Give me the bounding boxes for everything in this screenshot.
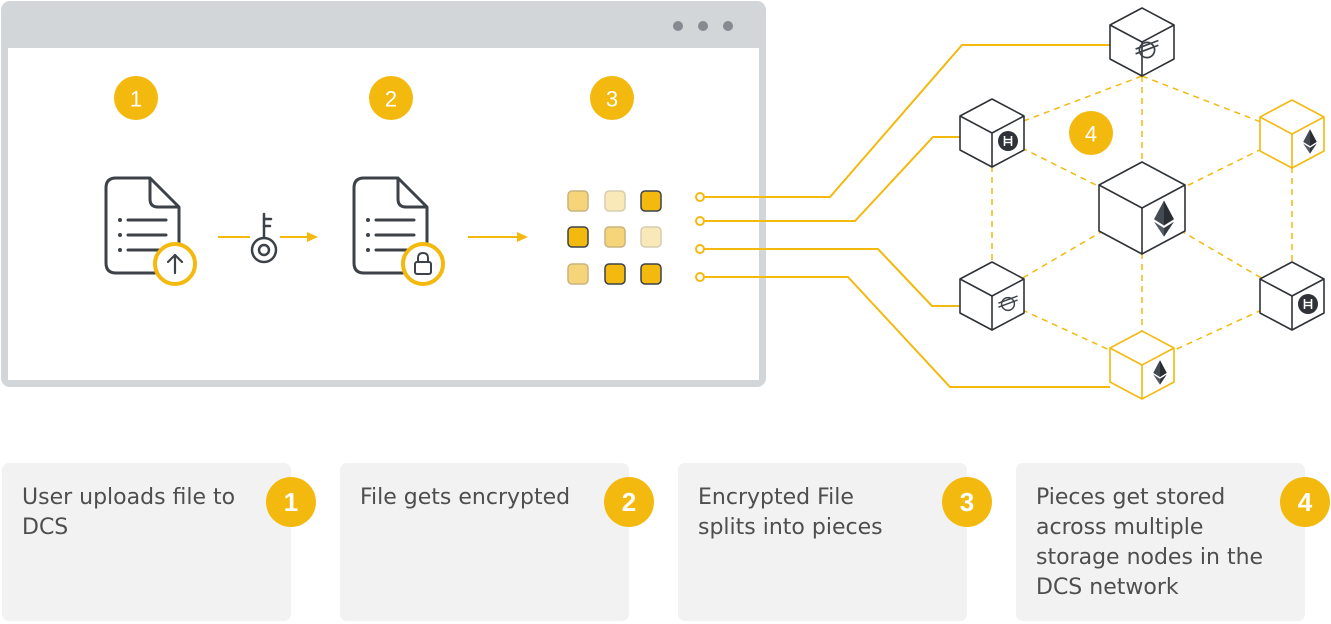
dcs-flow-diagram: 1 2 3 4 xyxy=(1,1,1325,400)
svg-text:2: 2 xyxy=(385,87,397,112)
storage-node-stellar xyxy=(959,261,1025,331)
step-badge-3: 3 xyxy=(590,76,634,120)
window-dot xyxy=(698,21,708,31)
window-dot xyxy=(673,21,683,31)
step-card-2: File gets encrypted 2 xyxy=(340,463,654,621)
svg-text:1: 1 xyxy=(130,87,142,112)
flow-arrow xyxy=(468,232,528,242)
locked-file-icon xyxy=(352,176,445,286)
step-card-text: Pieces get stored across multiple storag… xyxy=(1036,485,1264,600)
step-card-text: Encrypted File splits into pieces xyxy=(698,485,883,540)
storage-node-ethereum xyxy=(1109,330,1175,400)
step-card-text: File gets encrypted xyxy=(360,485,571,510)
step-card-badge: 1 xyxy=(266,477,316,527)
step-card-3: Encrypted File splits into pieces 3 xyxy=(678,463,992,621)
storage-node-hedera xyxy=(959,98,1025,168)
step-card-text: User uploads file to DCS xyxy=(22,485,236,540)
step-card-badge: 4 xyxy=(1280,477,1330,527)
storage-node-ethereum-large xyxy=(1098,161,1186,255)
step-badge-1: 1 xyxy=(114,76,158,120)
step-card-badge: 2 xyxy=(604,477,654,527)
hedera-logo xyxy=(997,130,1019,152)
step-badge-2: 2 xyxy=(369,76,413,120)
window-dot xyxy=(723,21,733,31)
svg-text:4: 4 xyxy=(1085,122,1097,147)
connection-ports xyxy=(695,192,705,282)
upload-file-icon xyxy=(104,176,197,286)
hedera-logo xyxy=(1297,293,1319,315)
svg-text:3: 3 xyxy=(606,87,618,112)
step-badge-4: 4 xyxy=(1069,111,1113,155)
storage-node-hedera xyxy=(1259,261,1325,331)
step-card-4: Pieces get stored across multiple storag… xyxy=(1016,463,1330,621)
key-icon xyxy=(250,212,280,264)
piece-connections xyxy=(704,44,1110,388)
storage-node-ethereum xyxy=(1259,99,1325,169)
step-card-1: User uploads file to DCS 1 xyxy=(2,463,316,621)
storage-node-stellar xyxy=(1109,7,1175,77)
file-pieces-grid xyxy=(567,190,662,285)
step-card-badge: 3 xyxy=(942,477,992,527)
